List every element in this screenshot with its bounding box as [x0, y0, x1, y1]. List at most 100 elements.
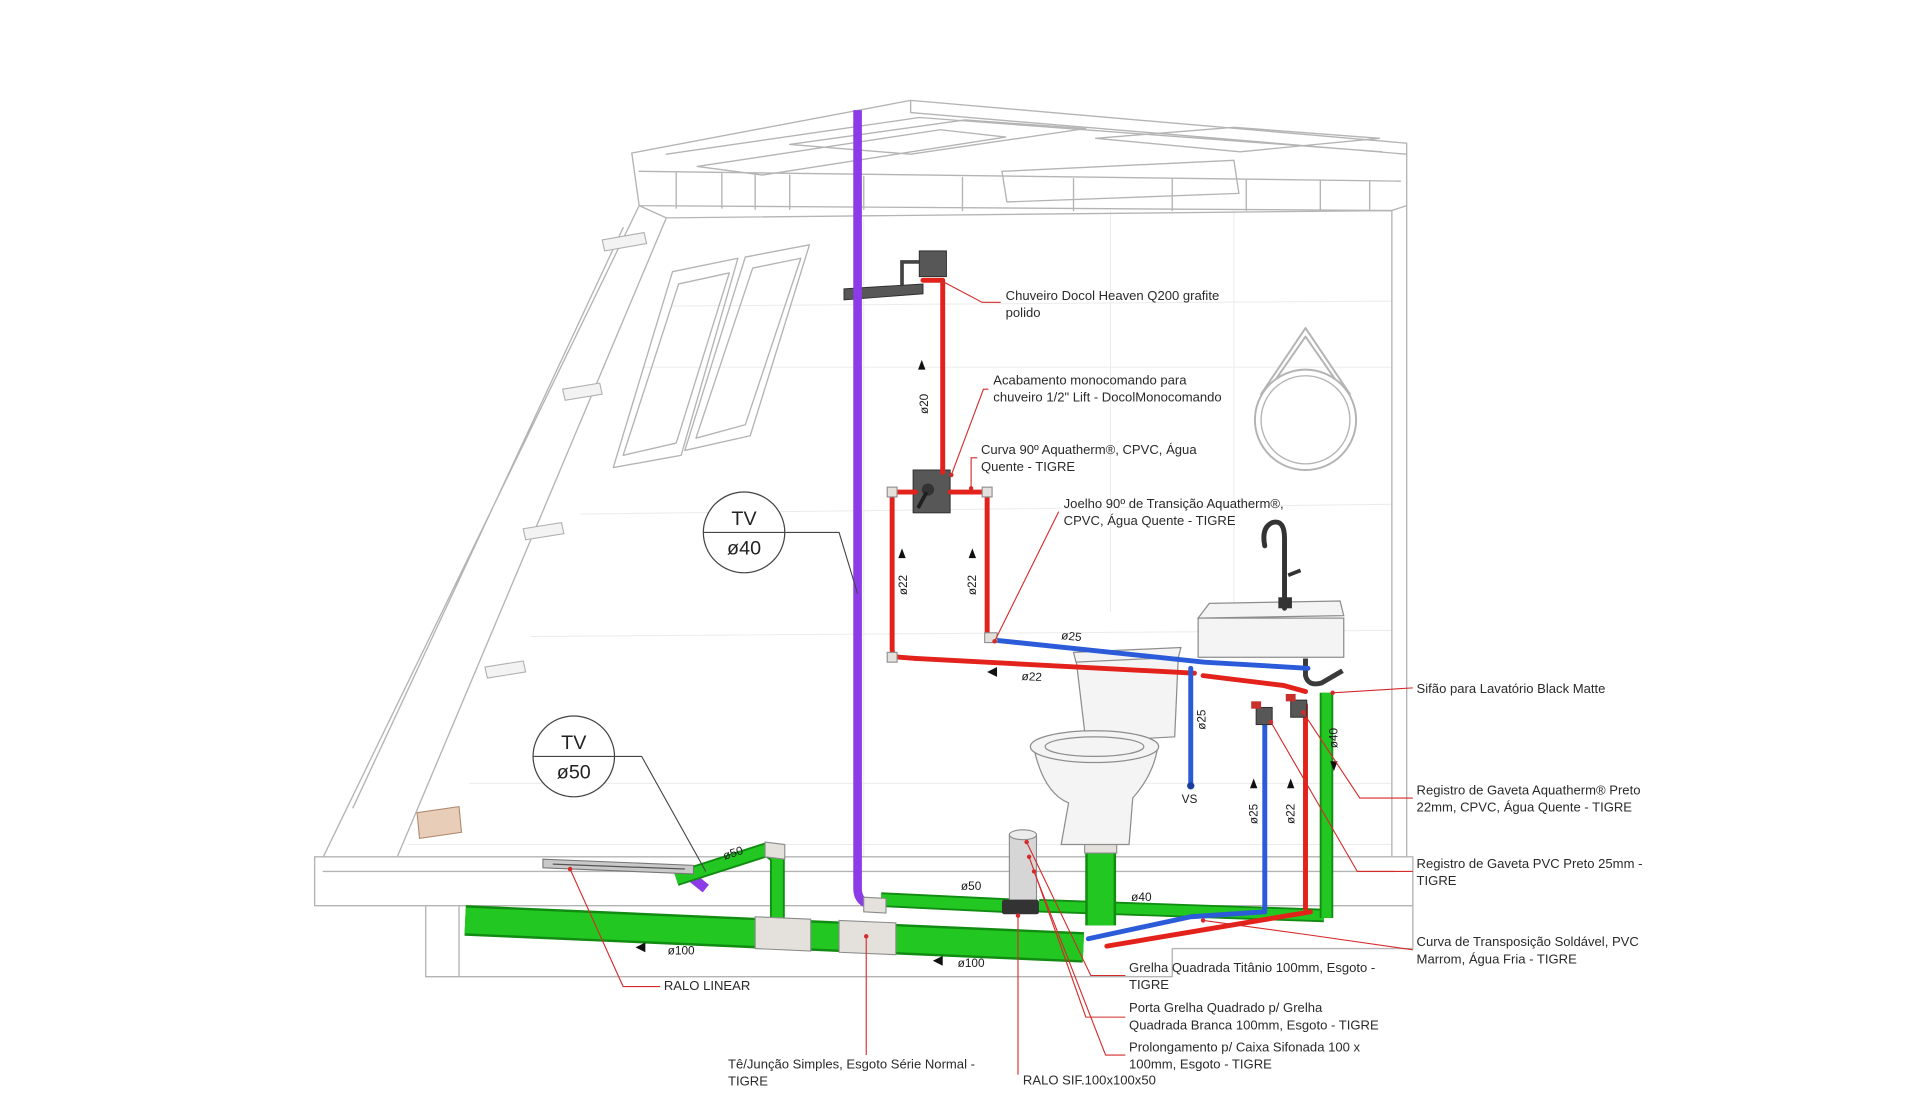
flow-arrow-up-icon — [968, 548, 977, 559]
cold-gate-valve — [1255, 706, 1273, 726]
label-mixer-right-riser: ø22 — [966, 575, 979, 595]
transition-elbow-fitting — [984, 632, 998, 644]
sink-assembly — [1196, 519, 1345, 687]
label-shower-riser: ø20 — [918, 393, 931, 414]
vent-tag-tv50-type: TV — [561, 732, 587, 754]
window-right — [684, 244, 811, 452]
branch-elbow-fitting — [764, 841, 786, 860]
cold-gate-valve-cap — [1251, 701, 1262, 709]
callout-grate-holder-line-2: Quadrada Branca 100mm, Esgoto - TIGRE — [1129, 1017, 1379, 1032]
hot-main-horizontal — [913, 656, 1197, 676]
label-sink-drain-vertical: ø40 — [1328, 728, 1341, 749]
sink-hot-supply — [1200, 673, 1308, 694]
leader-dot — [1300, 710, 1306, 715]
callout-drain-extension-line-1: Prolongamento p/ Caixa Sifonada 100 x — [1129, 1039, 1361, 1054]
toilet — [1029, 646, 1182, 846]
vent-tag-tv40-diameter: ø40 — [727, 538, 761, 560]
callout-linear-drain: RALO LINEAR — [664, 978, 750, 993]
callout-transition-elbow-line-2: CPVC, Água Quente - TIGRE — [1064, 513, 1236, 528]
sewer-coupling-left — [754, 916, 812, 952]
callout-shower-head-line-1: Chuveiro Docol Heaven Q200 grafite — [1006, 288, 1220, 303]
sewer-network — [464, 692, 1334, 963]
flow-arrow-up-icon — [1249, 778, 1258, 789]
hot-water-network — [886, 277, 1313, 949]
roof-outline — [631, 99, 1408, 212]
label-mixer-left-riser: ø22 — [897, 575, 910, 595]
cabin-structure — [313, 99, 1414, 978]
hot-crossover — [1104, 909, 1313, 949]
callout-square-grate-line-2: TIGRE — [1129, 977, 1169, 992]
faucet-handle — [1287, 568, 1302, 577]
cold-riser-lower — [1085, 722, 1268, 942]
hot-elbow-fitting-1 — [886, 486, 898, 498]
leader-crossover-bend — [1203, 919, 1413, 951]
pipe-labels: ø20 ø22 ø22 ø25 ø22 ø25 VS ø40 ø25 ø22 ø… — [668, 393, 1341, 970]
roof-panels — [696, 119, 1381, 203]
callout-sink-trap: Sifão para Lavatório Black Matte — [1417, 681, 1606, 696]
callout-drain-extension-line-2: 100mm, Esgoto - TIGRE — [1129, 1057, 1272, 1072]
label-cold-main-horizontal: ø25 — [1061, 629, 1083, 644]
hot-elbow-fitting-2 — [981, 486, 993, 498]
hot-gate-valve-cap — [1285, 693, 1296, 702]
shower-wall-plate — [918, 250, 947, 278]
shower-drain-branch-pipe — [880, 894, 1010, 912]
flow-arrow-left-icon — [987, 667, 998, 677]
label-shower-drain-branch: ø50 — [961, 880, 982, 893]
leader-dot — [1268, 719, 1274, 725]
flow-arrow-down-icon — [1330, 761, 1338, 772]
label-hot-main-horizontal: ø22 — [1021, 670, 1042, 684]
flow-arrow-up-icon — [918, 359, 926, 370]
sink-top — [1196, 600, 1345, 619]
callout-tee-junction-line-1: Tê/Junção Simples, Esgoto Série Normal - — [728, 1057, 975, 1072]
hot-elbow-fitting-3 — [886, 651, 898, 663]
leader-grate-holder — [1028, 856, 1126, 1018]
floor-drain-extension — [1008, 834, 1038, 903]
vent-tag-tv50: TV ø50 — [532, 715, 707, 872]
flow-arrow-up-icon — [1286, 778, 1295, 789]
leader-cold-gate-valve — [1270, 721, 1413, 873]
leader-dot — [567, 866, 573, 872]
cold-main-horizontal — [992, 637, 1311, 671]
callout-square-grate-line-1: Grelha Quadrada Titânio 100mm, Esgoto - — [1129, 960, 1375, 975]
shower-head-assembly — [843, 250, 947, 301]
callout-cold-gate-valve-line-2: TIGRE — [1417, 873, 1457, 888]
leader-dot — [992, 639, 997, 644]
leader-dot — [1024, 839, 1029, 845]
leader-dot — [968, 486, 974, 491]
toilet-seat-opening — [1044, 736, 1145, 758]
label-sink-drain-horizontal: ø40 — [1131, 891, 1152, 904]
leader-linear-drain — [569, 868, 661, 988]
shower-hot-riser — [920, 277, 946, 475]
label-sewer-main-center: ø100 — [958, 957, 985, 970]
callout-cold-gate-valve-line-1: Registro de Gaveta PVC Preto 25mm - — [1417, 856, 1643, 871]
wall-blocking-base — [416, 805, 463, 840]
mirror-glass — [1260, 375, 1351, 465]
toilet-drain-collar — [1084, 843, 1118, 854]
leader-drain-extension — [1033, 871, 1126, 1056]
faucet-base — [1278, 597, 1292, 609]
leader-elbow-curve — [970, 457, 978, 489]
toilet-supply-cap — [1187, 782, 1195, 790]
round-mirror — [1253, 327, 1358, 471]
callout-crossover-bend-line-2: Marrom, Água Fria - TIGRE — [1417, 951, 1578, 966]
shower-arm — [900, 260, 921, 288]
flow-arrow-left-icon — [635, 942, 646, 953]
label-linear-drain-branch: ø50 — [721, 844, 745, 863]
wall-outline — [322, 204, 1408, 858]
mirror-frame — [1253, 368, 1358, 471]
cold-water-network — [984, 632, 1311, 942]
leader-transition-elbow — [994, 511, 1060, 642]
label-hot-riser-lower: ø22 — [1284, 804, 1297, 824]
leader-hot-gate-valve — [1302, 712, 1413, 799]
leader-dot — [1200, 918, 1206, 923]
roof-joists — [675, 171, 1371, 212]
shower-mixer-assembly — [912, 469, 951, 514]
label-toilet-supply: ø25 — [1196, 709, 1209, 730]
sink-basin — [1197, 617, 1345, 658]
leader-dot — [1015, 913, 1021, 918]
callout-shower-mixer-line-1: Acabamento monocomando para — [993, 372, 1187, 387]
leader-sink-trap — [1332, 687, 1413, 694]
callout-shower-mixer-line-2: chuveiro 1/2" Lift - DocolMonocomando — [993, 390, 1221, 405]
mirror-strap — [1260, 327, 1351, 396]
